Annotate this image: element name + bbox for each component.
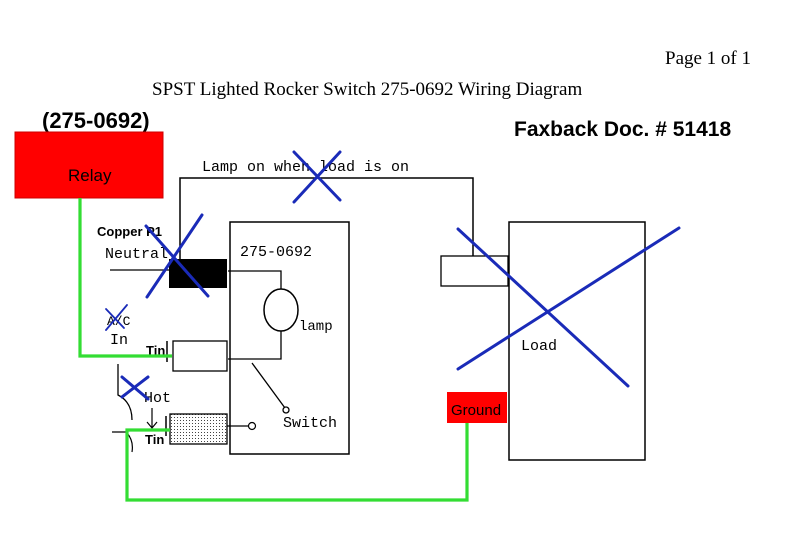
- load-box: [508, 221, 646, 461]
- tin-bottom-hook: [112, 431, 133, 453]
- hot-arrow: [146, 408, 158, 429]
- lamp-label: lamp: [299, 319, 333, 335]
- blue-cross-copper: [144, 213, 210, 299]
- neutral-label: Neutral: [105, 246, 168, 263]
- tin-terminal-bottom: [169, 413, 228, 445]
- ground-box: [447, 392, 507, 423]
- ground-label: Ground: [451, 402, 501, 419]
- lamp-wire-label: Lamp on when load is on: [202, 159, 409, 176]
- switch-part-label: 275-0692: [240, 244, 312, 261]
- tin-top-label: Tin: [146, 343, 165, 358]
- tin-terminal-top: [172, 340, 228, 372]
- part-number-heading: (275-0692): [42, 108, 150, 133]
- lamp-symbol: [263, 288, 299, 332]
- hot-wire: [117, 364, 133, 421]
- relay-label: Relay: [68, 166, 112, 185]
- blue-cross-load: [456, 226, 681, 388]
- relay-box: [14, 131, 164, 199]
- green-wire-relay: [78, 198, 172, 358]
- tin-bottom-label: Tin: [145, 432, 164, 447]
- green-wire-ground: [125, 423, 469, 502]
- faxback-label: Faxback Doc. # 51418: [514, 118, 731, 141]
- blue-cross-hot: [120, 375, 150, 401]
- load-terminal: [440, 255, 509, 287]
- lamp-wire: [179, 177, 474, 265]
- switch-body: [229, 221, 350, 455]
- blue-cross-lamp-wire: [292, 150, 342, 204]
- hot-label: Hot: [144, 390, 171, 407]
- page-number: Page 1 of 1: [665, 48, 751, 69]
- switch-label: Switch: [283, 415, 337, 432]
- tin-bottom-contact: [247, 421, 257, 431]
- diagram-title: SPST Lighted Rocker Switch 275-0692 Wiri…: [152, 79, 582, 100]
- in-label: In: [110, 332, 128, 349]
- load-label: Load: [521, 338, 557, 355]
- switch-contact-arm: [251, 362, 286, 409]
- lamp-lead-bottom: [228, 331, 282, 360]
- lamp-lead-top: [228, 270, 282, 289]
- blue-cross-ac: [105, 304, 128, 331]
- switch-contact-point: [282, 406, 290, 414]
